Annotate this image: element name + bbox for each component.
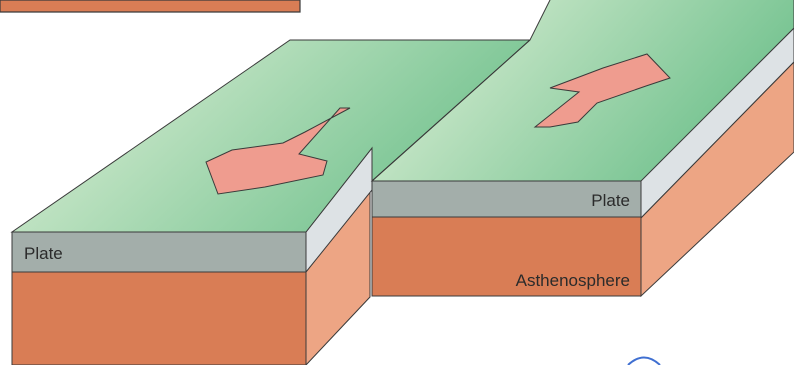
right-plate-label: Plate — [591, 191, 630, 210]
asthenosphere-label: Asthenosphere — [516, 271, 630, 290]
left-block-asthenosphere-front — [12, 272, 306, 365]
corner-mark — [628, 358, 660, 365]
inset-box — [0, 0, 300, 12]
left-plate-label: Plate — [24, 244, 63, 263]
